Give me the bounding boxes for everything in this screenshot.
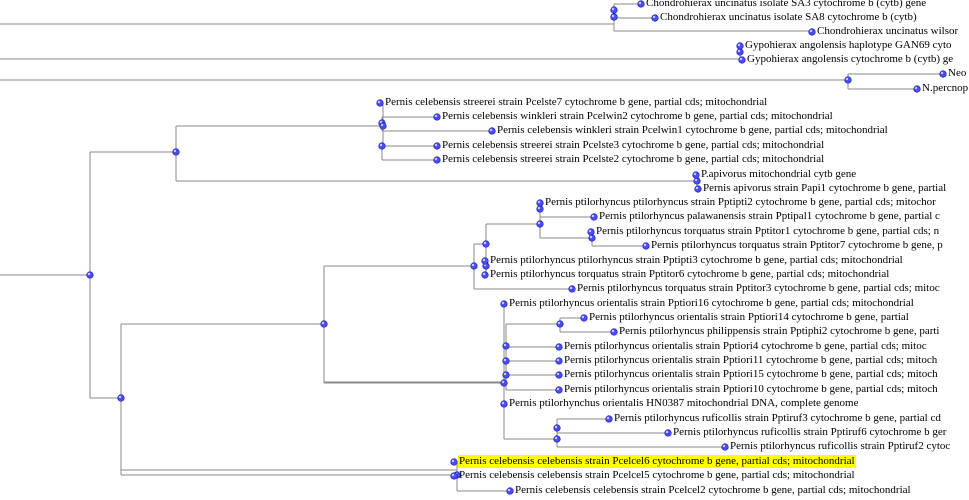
leaf-label[interactable]: Chondrohierax uncinatus isolate SA3 cyto…	[646, 0, 927, 9]
leaf-node[interactable]	[500, 400, 508, 408]
leaf-label[interactable]: Pernis celebensis streerei strain Pcelst…	[442, 153, 825, 165]
clade-node[interactable]	[502, 357, 510, 365]
leaf-node[interactable]	[555, 343, 563, 351]
leaf-label[interactable]: Pernis ptilorhyncus ruficollis strain Pp…	[730, 440, 951, 452]
leaf-label[interactable]: Pernis celebensis winkleri strain Pcelwi…	[497, 124, 888, 136]
leaf-label[interactable]: Pernis celebensis winkleri strain Pcelwi…	[442, 110, 833, 122]
leaf-node[interactable]	[536, 199, 544, 207]
leaf-label[interactable]: Pernis ptilorhyncus orientalis strain Pp…	[564, 340, 927, 352]
selected-leaf-label[interactable]: Pernis celebensis celebensis strain Pcel…	[458, 455, 856, 468]
leaf-label[interactable]: Pernis ptilorhynchus orientalis HN0387 m…	[509, 397, 859, 409]
leaf-node[interactable]	[481, 257, 489, 265]
leaf-label[interactable]: Gypohierax angolensis cytochrome b (cytb…	[747, 53, 954, 65]
leaf-node[interactable]	[738, 56, 746, 64]
clade-node[interactable]	[86, 271, 94, 279]
clade-node[interactable]	[500, 379, 508, 387]
leaf-label[interactable]: Pernis ptilorhyncus palawanensis strain …	[599, 210, 940, 222]
leaf-node[interactable]	[433, 113, 441, 121]
clade-node[interactable]	[588, 234, 596, 242]
clade-node[interactable]	[117, 394, 125, 402]
leaf-label[interactable]: Pernis ptilorhyncus philippensis strain …	[619, 325, 940, 337]
leaf-node[interactable]	[506, 487, 514, 495]
leaf-node[interactable]	[450, 458, 458, 466]
leaf-label[interactable]: Pernis celebensis streerei strain Pcelst…	[385, 96, 768, 108]
leaf-node[interactable]	[664, 429, 672, 437]
leaf-label[interactable]: Pernis ptilorhyncus orientalis strain Pp…	[564, 383, 938, 395]
leaf-node[interactable]	[481, 271, 489, 279]
leaf-label[interactable]: Gypohierax angolensis haplotype GAN69 cy…	[745, 39, 952, 51]
clade-node[interactable]	[482, 240, 490, 248]
leaf-node[interactable]	[642, 242, 650, 250]
clade-node[interactable]	[378, 142, 386, 150]
leaf-node[interactable]	[736, 42, 744, 50]
leaf-label[interactable]: Neo	[948, 67, 967, 79]
leaf-label[interactable]: Pernis celebensis streerei strain Pcelst…	[442, 139, 825, 151]
leaf-label[interactable]: Pernis ptilorhyncus ptilorhyncus strain …	[545, 196, 936, 208]
leaf-node[interactable]	[433, 142, 441, 150]
leaf-node[interactable]	[580, 314, 588, 322]
clade-node[interactable]	[553, 435, 561, 443]
leaf-node[interactable]	[568, 285, 576, 293]
leaf-label[interactable]: Pernis ptilorhyncus orientalis strain Pp…	[509, 297, 914, 309]
leaf-node[interactable]	[694, 185, 702, 193]
leaf-node[interactable]	[721, 443, 729, 451]
leaf-label[interactable]: Pernis ptilorhyncus orientalis strain Pp…	[589, 311, 909, 323]
leaf-node[interactable]	[939, 70, 947, 78]
leaf-label[interactable]: Pernis ptilorhyncus orientalis strain Pp…	[564, 368, 938, 380]
leaf-label[interactable]: Pernis ptilorhyncus ptilorhyncus strain …	[490, 254, 903, 266]
leaf-node[interactable]	[605, 415, 613, 423]
leaf-node[interactable]	[637, 0, 645, 8]
leaf-node[interactable]	[555, 386, 563, 394]
clade-node[interactable]	[172, 148, 180, 156]
leaf-node[interactable]	[808, 28, 816, 36]
leaf-label[interactable]: Pernis celebensis celebensis strain Pcel…	[515, 484, 911, 496]
clade-node[interactable]	[502, 371, 510, 379]
clade-node[interactable]	[379, 122, 387, 130]
leaf-node[interactable]	[913, 85, 921, 93]
leaf-label[interactable]: Pernis ptilorhyncus torquatus strain Ppt…	[577, 282, 940, 294]
leaf-node[interactable]	[500, 300, 508, 308]
clade-node[interactable]	[610, 13, 618, 21]
leaf-node[interactable]	[376, 99, 384, 107]
leaf-label[interactable]: Pernis ptilorhyncus ruficollis strain Pp…	[614, 412, 941, 424]
leaf-node[interactable]	[610, 328, 618, 336]
leaf-node[interactable]	[555, 371, 563, 379]
leaf-node[interactable]	[590, 213, 598, 221]
leaf-node[interactable]	[587, 228, 595, 236]
leaf-node[interactable]	[488, 127, 496, 135]
clade-node[interactable]	[553, 424, 561, 432]
clade-node[interactable]	[844, 76, 852, 84]
leaf-label[interactable]: Pernis ptilorhyncus torquatus strain Ppt…	[596, 225, 940, 237]
leaf-label[interactable]: P.apivorus mitochondrial cytb gene	[701, 168, 857, 180]
leaf-label[interactable]: Chondrohierax uncinatus isolate SA8 cyto…	[660, 11, 917, 23]
leaf-node[interactable]	[555, 357, 563, 365]
leaf-node[interactable]	[651, 14, 659, 22]
clade-node[interactable]	[610, 6, 618, 14]
leaf-label[interactable]: Pernis ptilorhyncus torquatus strain Ppt…	[490, 268, 890, 280]
clade-node[interactable]	[536, 220, 544, 228]
clade-node[interactable]	[502, 342, 510, 350]
leaf-node[interactable]	[692, 171, 700, 179]
clade-node[interactable]	[736, 48, 744, 56]
clade-node[interactable]	[556, 320, 564, 328]
leaf-node[interactable]	[450, 472, 458, 480]
clade-node[interactable]	[470, 262, 478, 270]
leaf-label[interactable]: Pernis apivorus strain Papi1 cytochrome …	[703, 182, 947, 194]
leaf-label[interactable]: Pernis ptilorhyncus orientalis strain Pp…	[564, 354, 938, 366]
leaf-node[interactable]	[433, 156, 441, 164]
leaf-label[interactable]: Pernis ptilorhyncus ruficollis strain Pp…	[673, 426, 947, 438]
leaf-label[interactable]: Pernis ptilorhyncus torquatus strain Ppt…	[651, 239, 943, 251]
clade-node[interactable]	[320, 320, 328, 328]
leaf-label[interactable]: Chondrohierax uncinatus wilsor	[817, 25, 959, 37]
leaf-label[interactable]: Pernis celebensis celebensis strain Pcel…	[459, 469, 855, 481]
leaf-label[interactable]: N.percnop	[922, 82, 969, 94]
